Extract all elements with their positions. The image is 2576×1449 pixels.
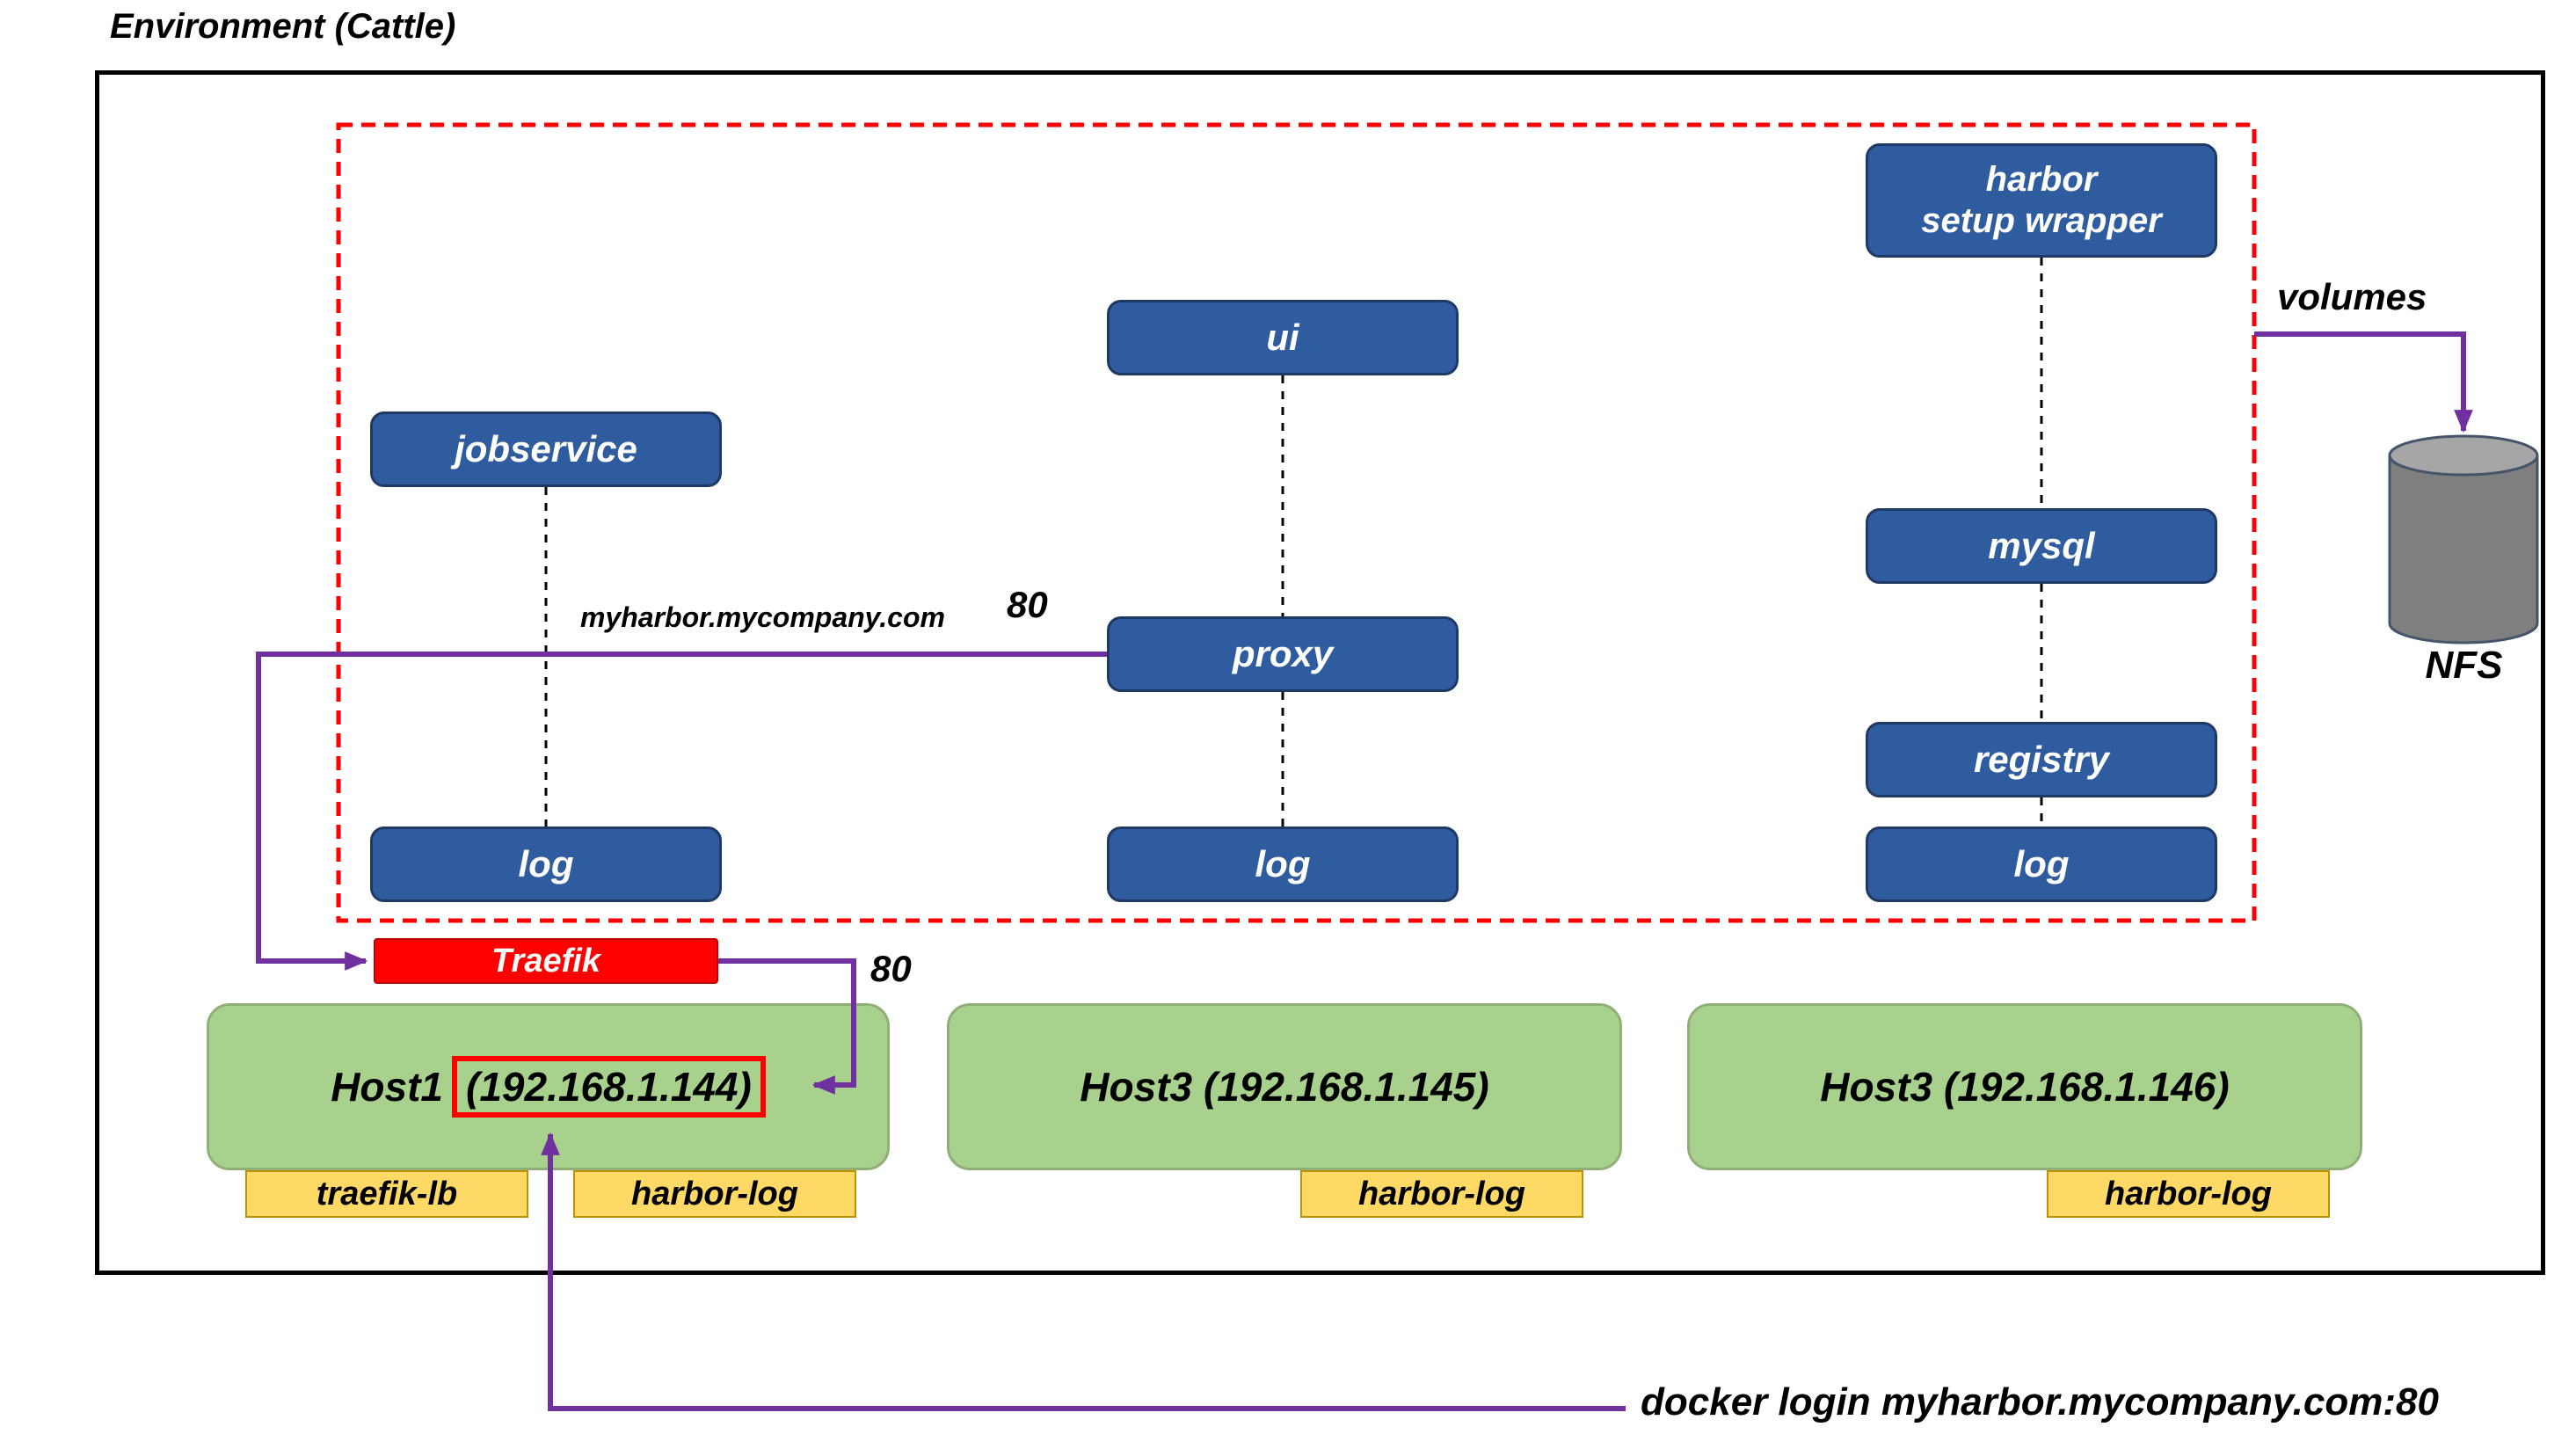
service-box-mysql: mysql	[1866, 508, 2217, 584]
proxy-port-label: 80	[1007, 584, 1048, 625]
service-box-log-middle: log	[1107, 826, 1459, 902]
harbor-setup-wrapper-line2: setup wrapper	[1921, 201, 2162, 240]
service-box-harbor-setup-wrapper: harbor setup wrapper	[1866, 143, 2217, 258]
tag-harbor-log-host3: harbor-log	[2047, 1170, 2330, 1218]
harbor-setup-wrapper-line1: harbor	[1985, 159, 2098, 199]
traefik-box: Traefik	[374, 938, 718, 984]
traefik-port-label: 80	[870, 948, 912, 989]
tag-traefik-lb: traefik-lb	[245, 1170, 528, 1218]
service-box-jobservice: jobservice	[370, 411, 722, 487]
host1-box: Host1 (192.168.1.144)	[207, 1003, 890, 1170]
diagram-title: Environment (Cattle)	[110, 7, 456, 46]
tag-harbor-log-host1: harbor-log	[573, 1170, 856, 1218]
tag-harbor-log-host2: harbor-log	[1300, 1170, 1583, 1218]
host2-box: Host3 (192.168.1.145)	[947, 1003, 1622, 1170]
service-box-log-right: log	[1866, 826, 2217, 902]
nfs-label: NFS	[2425, 644, 2503, 687]
service-box-ui: ui	[1107, 300, 1459, 375]
service-box-proxy: proxy	[1107, 616, 1459, 692]
service-box-registry: registry	[1866, 722, 2217, 797]
host1-ip-highlight: (192.168.1.144)	[452, 1056, 766, 1118]
host3-box: Host3 (192.168.1.146)	[1687, 1003, 2362, 1170]
domain-label: myharbor.mycompany.com	[580, 601, 945, 633]
service-box-log-left: log	[370, 826, 722, 902]
host1-name: Host1	[331, 1064, 443, 1110]
volumes-label: volumes	[2277, 276, 2427, 317]
docker-login-label: docker login myharbor.mycompany.com:80	[1641, 1380, 2439, 1424]
